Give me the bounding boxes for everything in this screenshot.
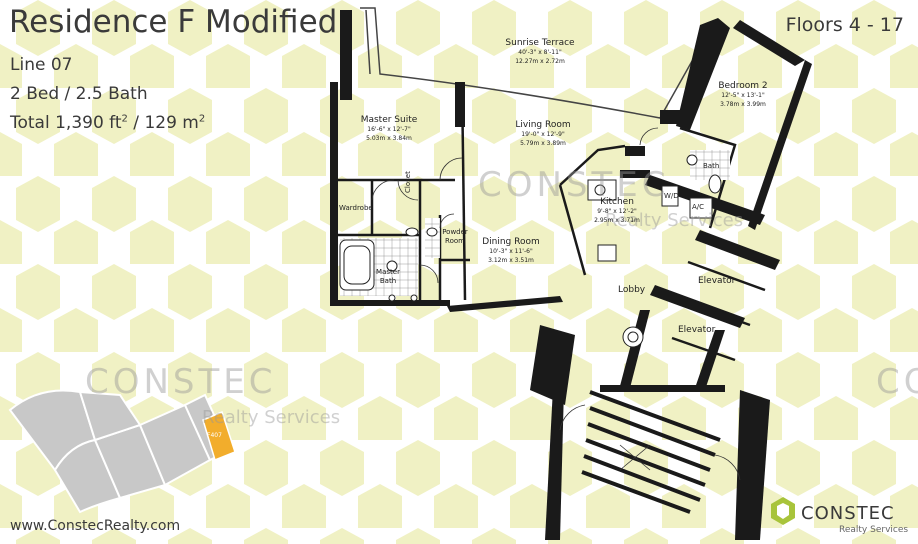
room-kitchen: Kitchen 9'-8" x 12'-2" 2.95m x 3.71m [582, 197, 652, 225]
page-title: Residence F Modified [9, 4, 338, 40]
logo-mark [771, 497, 795, 525]
label-elevator-2: Elevator [678, 325, 716, 335]
room-dining: Dining Room 10'-3" x 11'-6" 3.12m x 3.51… [475, 237, 547, 265]
watermark-sub-left: Realty Services [202, 407, 341, 428]
area-m-text: / 129 m [127, 113, 199, 133]
room-kitchen-dim-m: 2.95m x 3.71m [594, 217, 640, 224]
bath2-tiles [690, 150, 730, 180]
label-lobby: Lobby [618, 285, 646, 295]
door-swings [371, 127, 659, 284]
watermark-brand-left: CONSTEC [85, 362, 277, 402]
terrace [360, 7, 719, 119]
floors-range: Floors 4 - 17 [785, 14, 904, 36]
label-wardrobe: Wardrobe [339, 204, 373, 212]
room-terrace: Sunrise Terrace 40'-3" x 8'-11" 12.27m x… [480, 38, 600, 66]
room-master-name: Master Suite [360, 115, 418, 125]
room-terrace-dim-ft: 40'-3" x 8'-11" [518, 49, 562, 56]
unit-beds-baths: 2 Bed / 2.5 Bath [10, 84, 148, 104]
room-bedroom2-dim-m: 3.78m x 3.99m [720, 101, 766, 108]
elevators [671, 260, 766, 362]
label-ac: A/C [692, 203, 705, 211]
keyplan-highlight-unit [202, 410, 236, 462]
room-living-dim-m: 5.79m x 3.89m [520, 140, 566, 147]
room-master-dim-m: 5.03m x 3.84m [366, 135, 412, 142]
room-bedroom2-name: Bedroom 2 [718, 81, 768, 91]
keyplan-unit-label: F407 [207, 432, 222, 439]
room-kitchen-name: Kitchen [600, 197, 634, 207]
label-master-bath: Master Bath [376, 268, 400, 285]
label-elevator-1: Elevator [698, 276, 736, 286]
label-closet: Closet [404, 171, 412, 193]
footer-url: www.ConstecRealty.com [10, 518, 181, 534]
room-kitchen-dim-ft: 9'-8" x 12'-2" [597, 208, 637, 215]
room-terrace-dim-m: 12.27m x 2.72m [515, 58, 565, 65]
keyplan [8, 389, 236, 514]
room-living: Living Room 19'-0" x 12'-9" 5.79m x 3.89… [500, 120, 586, 148]
room-living-name: Living Room [515, 120, 571, 130]
watermark-sub-center: Realty Services [605, 210, 744, 231]
unit-total-area: Total 1,390 ft2 / 129 m2 [10, 113, 205, 133]
room-bedroom2: Bedroom 2 12'-5" x 13'-1" 3.78m x 3.99m [703, 81, 783, 109]
area-ft-text: Total 1,390 ft [10, 113, 122, 133]
label-bath: Bath [703, 162, 720, 170]
logo-brand: CONSTEC [801, 503, 895, 524]
watermark-brand-right: CONSTEC [876, 362, 918, 402]
watermark-brand-center: CONSTEC [478, 165, 670, 205]
room-master-suite: Master Suite 16'-6" x 12'-7" 5.03m x 3.8… [345, 115, 433, 143]
room-dining-name: Dining Room [482, 237, 540, 247]
logo-sub: Realty Services [839, 525, 909, 535]
room-master-dim-ft: 16'-6" x 12'-7" [367, 126, 411, 133]
fixtures [339, 154, 722, 348]
stair [581, 390, 721, 514]
room-dining-dim-ft: 10'-3" x 11'-6" [489, 248, 533, 255]
room-bedroom2-dim-ft: 12'-5" x 13'-1" [721, 92, 765, 99]
room-terrace-name: Sunrise Terrace [505, 38, 575, 48]
label-wd: W/D [664, 192, 679, 200]
unit-line: Line 07 [10, 55, 73, 75]
area-ft-sup: 2 [121, 113, 128, 125]
area-m-sup: 2 [198, 113, 206, 125]
room-dining-dim-m: 3.12m x 3.51m [488, 257, 534, 264]
label-powder-room: Powder Room [442, 228, 468, 245]
room-living-dim-ft: 19'-0" x 12'-9" [521, 131, 565, 138]
